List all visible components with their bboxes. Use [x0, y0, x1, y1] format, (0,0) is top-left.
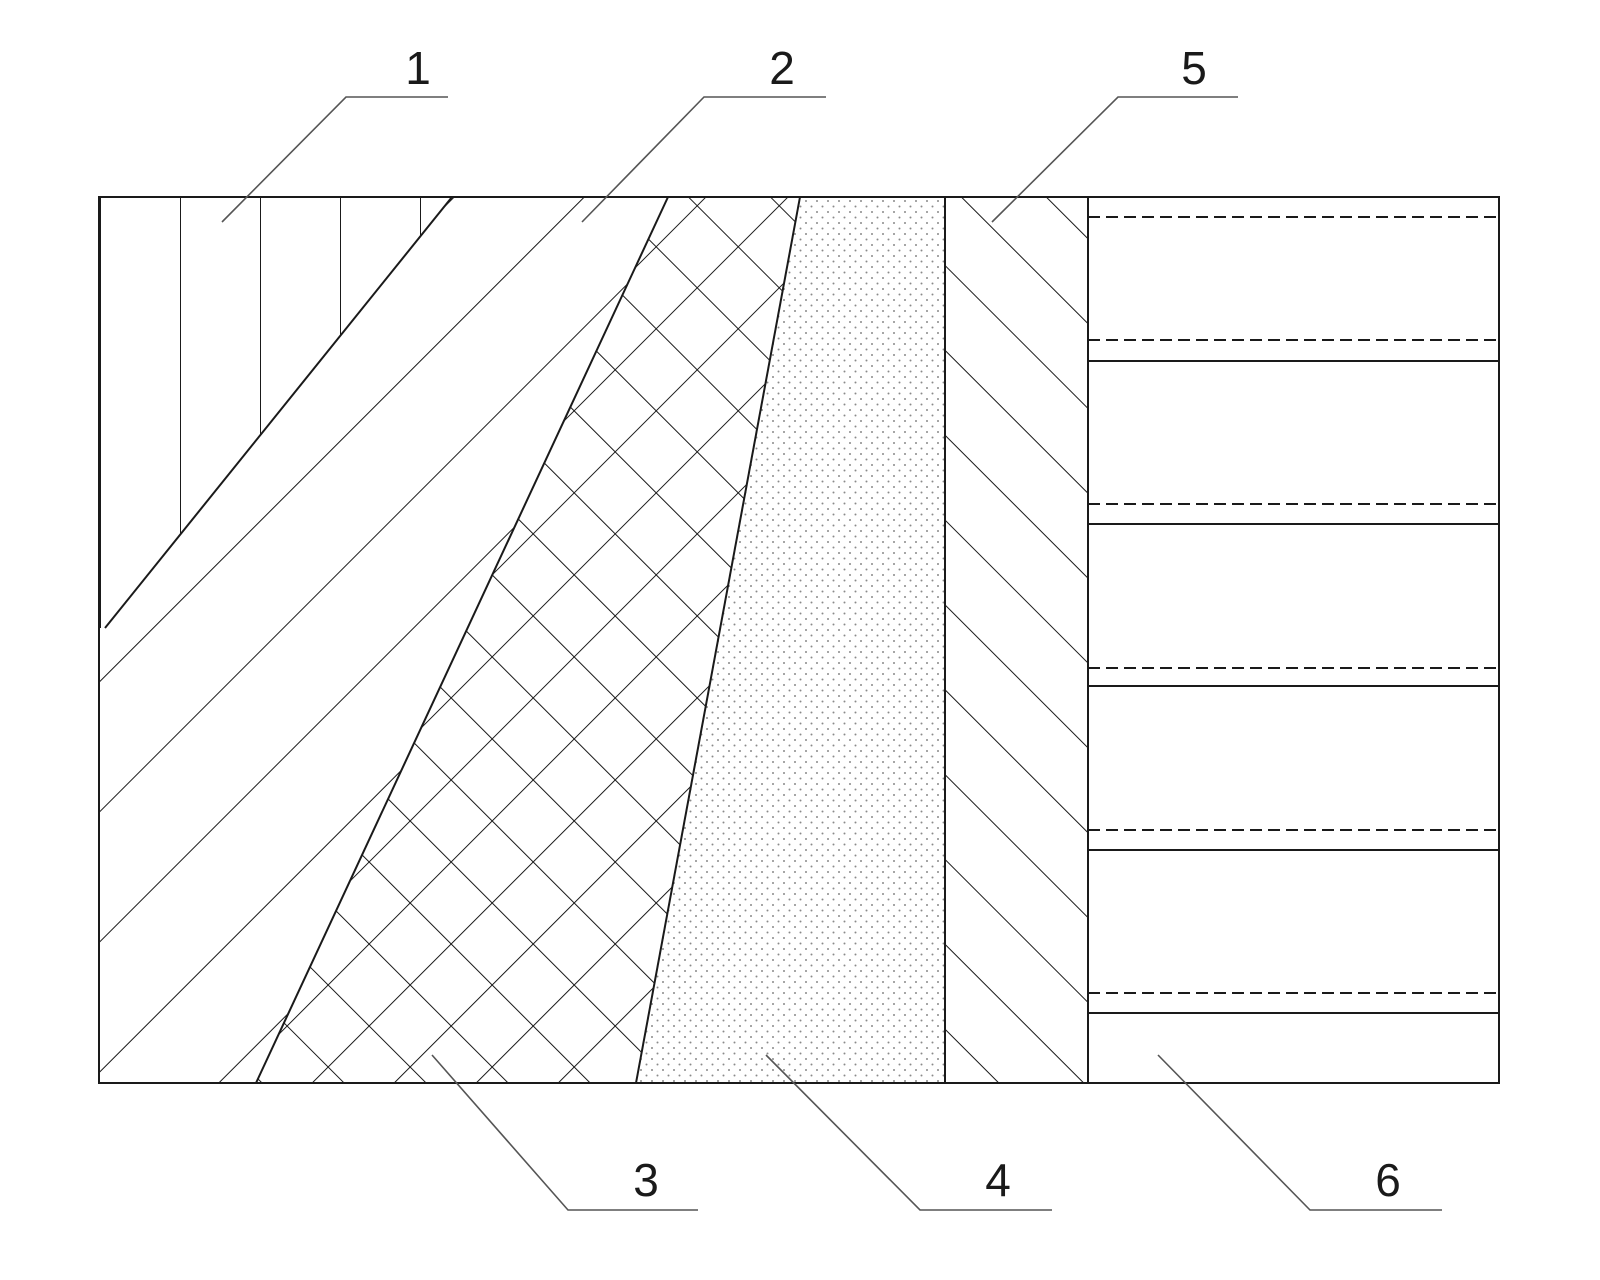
callout-1: 1: [221, 42, 448, 223]
layer-5-diagonal-hatch: [945, 197, 1088, 1083]
callout-3: 3: [431, 1054, 698, 1211]
diagram-frame: [98, 196, 1500, 1084]
callout-3-leader: [431, 1054, 698, 1211]
callout-3-label: 3: [633, 1154, 659, 1206]
callout-2-label: 2: [769, 42, 795, 94]
boundary-3-4: [635, 196, 801, 1084]
callout-4: 4: [765, 1054, 1052, 1211]
callout-6: 6: [1157, 1054, 1442, 1211]
callout-2-leader: [581, 96, 826, 223]
callout-2: 2: [581, 42, 826, 223]
callout-5-label: 5: [1181, 42, 1207, 94]
layer-2-diagonal-hatch: [99, 197, 668, 1083]
layer-3-cross-hatch: [256, 197, 800, 1083]
callout-6-label: 6: [1375, 1154, 1401, 1206]
callout-5: 5: [991, 42, 1238, 223]
callout-1-leader: [221, 96, 448, 223]
callout-5-leader: [991, 96, 1238, 223]
callout-4-leader: [765, 1054, 1052, 1211]
callout-6-leader: [1157, 1054, 1442, 1211]
callout-1-label: 1: [405, 42, 431, 94]
layer-4-dotted-fill: [636, 197, 945, 1083]
boundary-2-3: [255, 196, 669, 1084]
callout-4-label: 4: [985, 1154, 1011, 1206]
boundary-1-2: [104, 196, 453, 629]
layer-6-horizontal-bands: [1088, 216, 1499, 1014]
